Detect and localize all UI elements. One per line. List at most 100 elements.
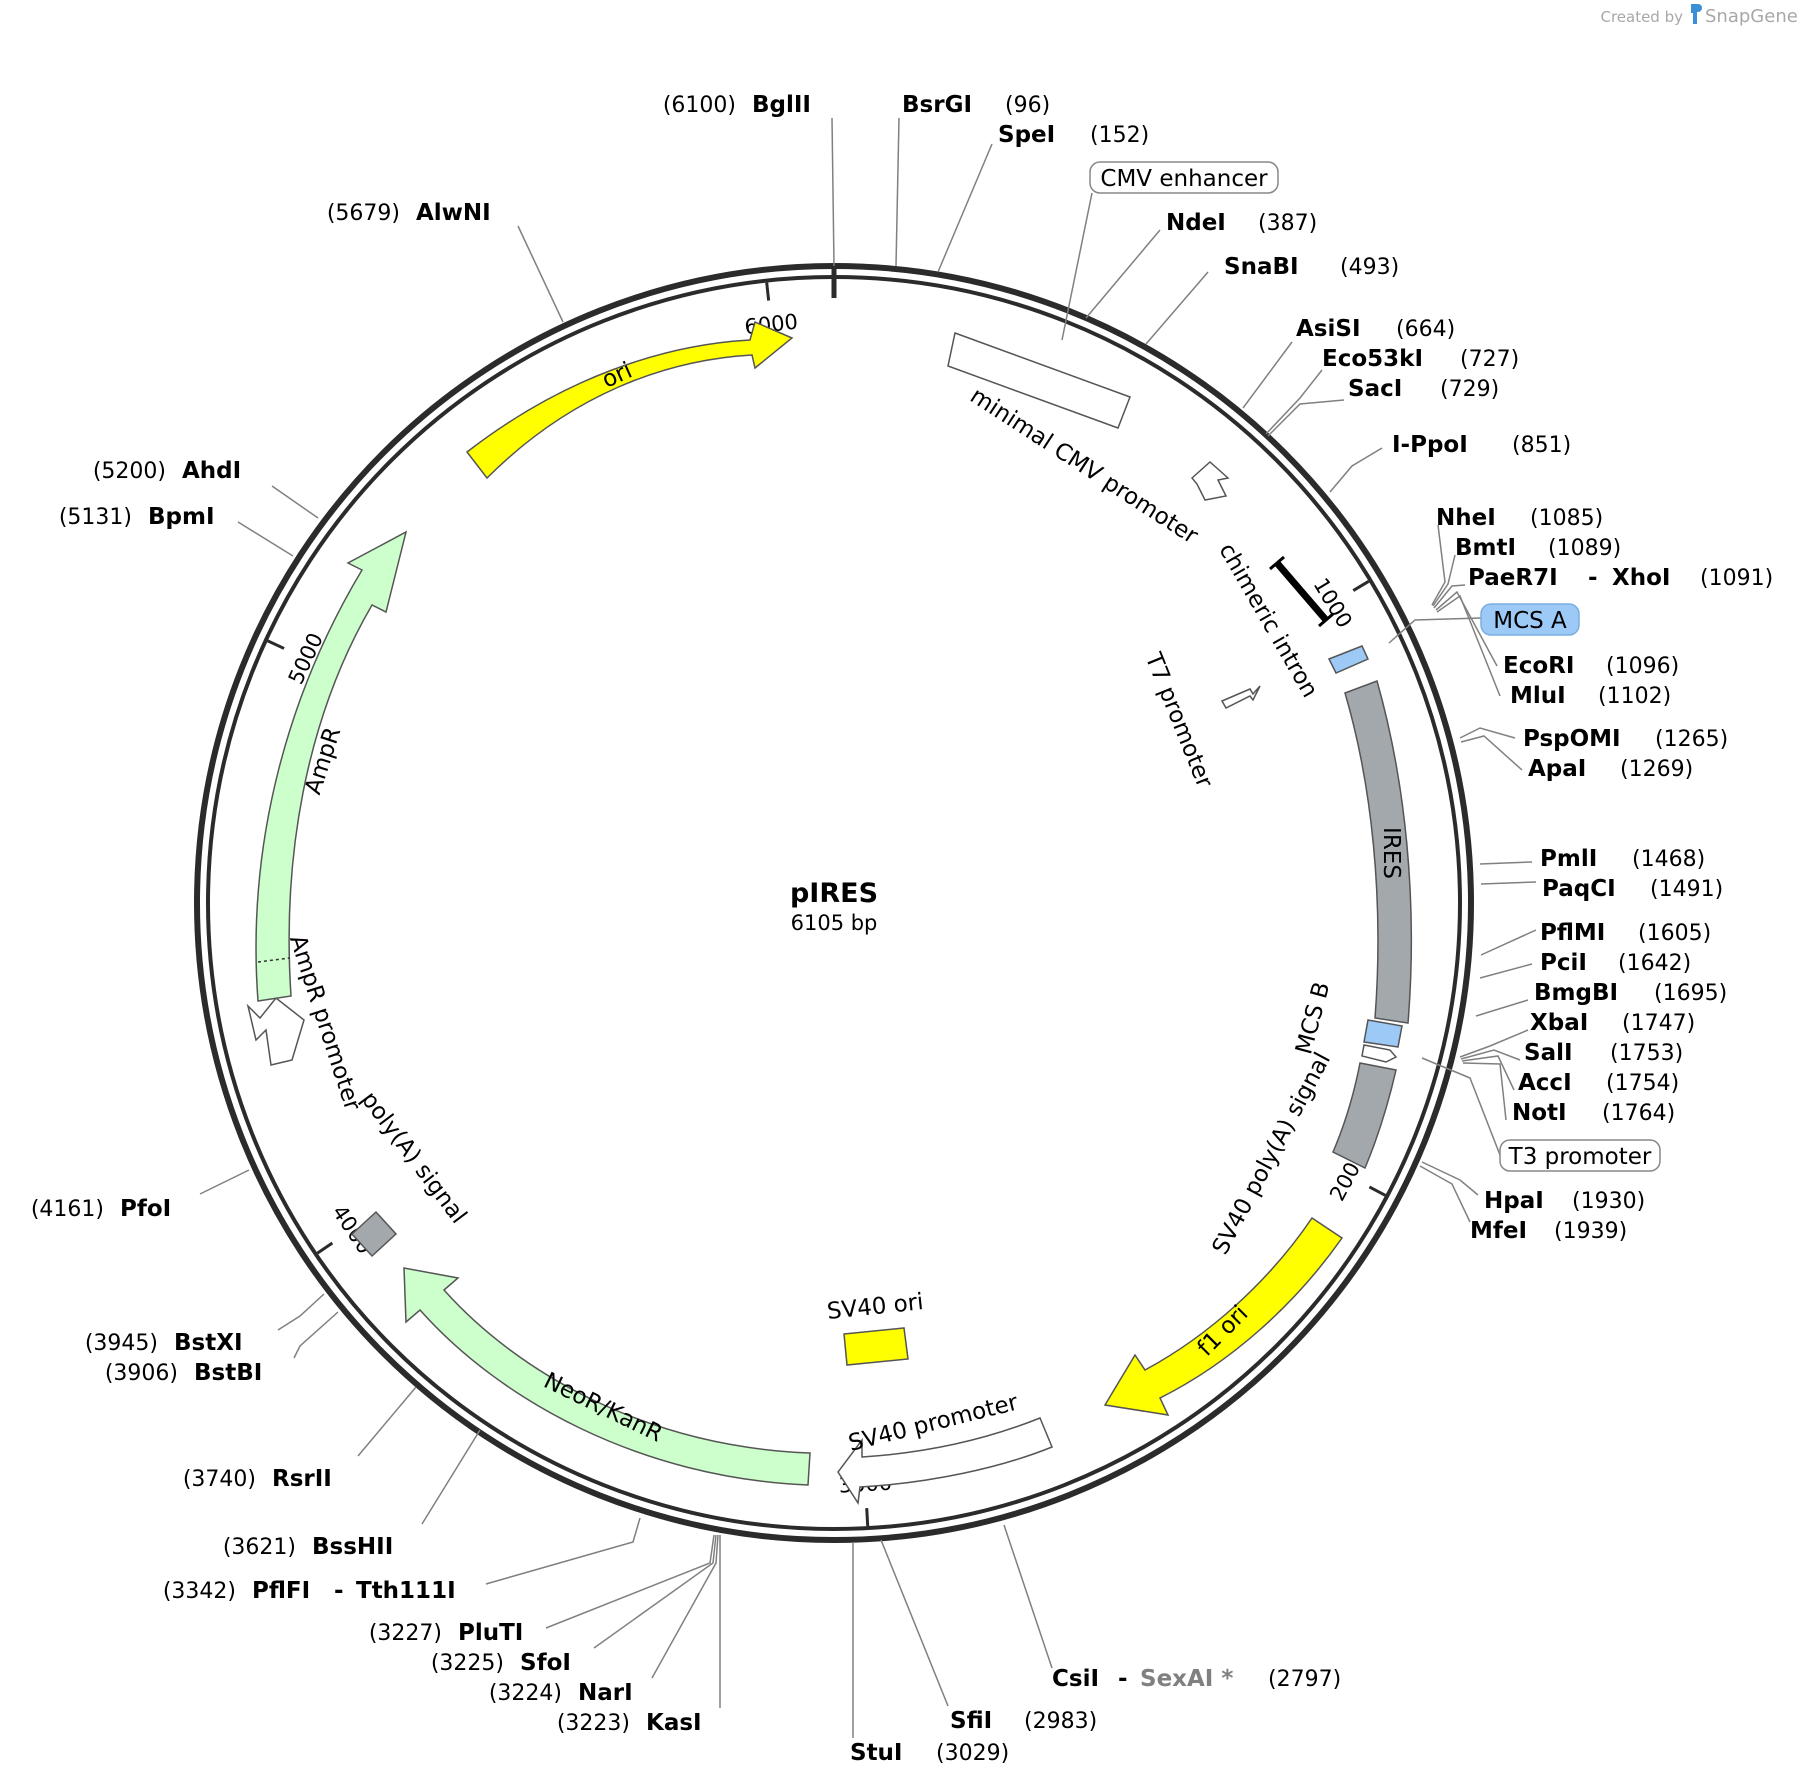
site-bstbi[interactable]: (3906)BstBI [105, 1360, 262, 1386]
svg-text:PciI: PciI [1540, 950, 1587, 976]
site-sfii[interactable]: SfiI(2983) [950, 1708, 1097, 1734]
site-ecori[interactable]: EcoRI (1096) [1503, 653, 1679, 679]
svg-text:(3621): (3621) [223, 1535, 296, 1560]
svg-text:(1468): (1468) [1632, 847, 1705, 872]
site-pluti[interactable]: (3227)PluTI [369, 1620, 524, 1646]
svg-text:(3945): (3945) [85, 1331, 158, 1356]
site-spei[interactable]: SpeI(152) [998, 122, 1149, 148]
svg-text:PaeR7I: PaeR7I [1468, 565, 1558, 591]
site-ahdi[interactable]: (5200)AhdI [93, 458, 241, 484]
site-rsrii[interactable]: (3740)RsrII [183, 1466, 332, 1492]
site-xbai[interactable]: XbaI(1747) [1530, 1010, 1695, 1036]
site-pspomi[interactable]: PspOMI(1265) [1523, 726, 1728, 752]
tick-1000 [1352, 580, 1370, 592]
feature-t7-promoter[interactable]: T7 promoter [1139, 648, 1261, 792]
svg-text:-: - [1118, 1666, 1128, 1692]
svg-text:KasI: KasI [646, 1710, 702, 1736]
svg-text:(3225): (3225) [431, 1651, 504, 1676]
feature-ampr[interactable]: AmpR [255, 530, 408, 1002]
site-bmti[interactable]: BmtI(1089) [1455, 535, 1621, 561]
site-hpai[interactable]: HpaI(1930) [1484, 1188, 1645, 1214]
site-pcii[interactable]: PciI(1642) [1540, 950, 1691, 976]
site-nhei[interactable]: NheI(1085) [1436, 505, 1603, 531]
site-saci[interactable]: SacI(729) [1348, 376, 1499, 402]
site-ndei[interactable]: NdeI(387) [1166, 210, 1317, 236]
svg-text:BmgBI: BmgBI [1534, 980, 1618, 1006]
site-csii-sexai[interactable]: CsiI-SexAI *(2797) [1052, 1666, 1341, 1692]
svg-text:Tth111I: Tth111I [356, 1578, 456, 1604]
site-pflfi-tth111i[interactable]: (3342)PflFI-Tth111I [163, 1578, 456, 1604]
svg-text:SfiI: SfiI [950, 1708, 992, 1734]
site-sfoi[interactable]: (3225)SfoI [431, 1650, 571, 1676]
tick-4000 [316, 1241, 334, 1255]
site-noti[interactable]: NotI(1764) [1512, 1100, 1675, 1126]
site-bsrgi[interactable]: BsrGI(96) [902, 92, 1050, 118]
site-alwni[interactable]: (5679) AlwNI [327, 200, 491, 226]
feature-polya-signal[interactable]: poly(A) signal [350, 1087, 471, 1258]
feature-t3-promoter-label[interactable]: T3 promoter [1421, 1057, 1661, 1172]
site-stui[interactable]: StuI(3029) [850, 1740, 1009, 1766]
svg-text:SexAI *: SexAI * [1140, 1666, 1233, 1692]
site-bpmi[interactable]: (5131)BpmI [59, 504, 215, 530]
mcs-a-block[interactable] [1327, 645, 1370, 674]
site-sali[interactable]: SalI(1753) [1524, 1040, 1683, 1066]
site-pflmi[interactable]: PflMI(1605) [1540, 920, 1711, 946]
feature-ori[interactable]: ori [465, 320, 794, 480]
site-pfoi[interactable]: (4161)PfoI [31, 1196, 171, 1222]
site-mlui[interactable]: MluI(1102) [1510, 683, 1671, 709]
feature-neor-kanr[interactable]: NeoR/KanR [403, 1267, 811, 1486]
ampr-promoter-arrow [246, 996, 305, 1066]
tick-5000 [267, 639, 285, 650]
svg-text:PaqCI: PaqCI [1542, 876, 1616, 902]
site-i-ppoi[interactable]: I-PpoI(851) [1392, 432, 1571, 458]
svg-text:(4161): (4161) [31, 1197, 104, 1222]
site-bsshii[interactable]: (3621)BssHII [223, 1534, 393, 1560]
svg-text:BpmI: BpmI [148, 504, 215, 530]
site-bglii[interactable]: (6100)BglII [663, 92, 811, 118]
ires-label: IRES [1378, 827, 1404, 879]
site-paer7i-xhoi[interactable]: PaeR7I-XhoI(1091) [1468, 565, 1773, 591]
feature-cmv-enhancer[interactable]: CMV enhancer [1061, 161, 1279, 341]
svg-text:NdeI: NdeI [1166, 210, 1226, 236]
feature-mcs-a-label[interactable]: MCS A [1388, 603, 1580, 644]
svg-text:AlwNI: AlwNI [416, 200, 491, 226]
site-snabi[interactable]: SnaBI(493) [1224, 254, 1399, 280]
site-paqci[interactable]: PaqCI(1491) [1542, 876, 1723, 902]
svg-text:EcoRI: EcoRI [1503, 653, 1574, 679]
site-acci[interactable]: AccI(1754) [1518, 1070, 1679, 1096]
svg-text:(3740): (3740) [183, 1467, 256, 1492]
t3-promoter-arrow[interactable] [1361, 1044, 1398, 1063]
site-bmgbi[interactable]: BmgBI(1695) [1534, 980, 1727, 1006]
svg-text:(727): (727) [1460, 347, 1519, 372]
svg-text:AccI: AccI [1518, 1070, 1572, 1096]
site-asisi[interactable]: AsiSI(664) [1296, 316, 1455, 342]
svg-text:XhoI: XhoI [1612, 565, 1670, 591]
mcs-a-label: MCS A [1493, 608, 1567, 634]
plasmid-name: pIRES [790, 878, 878, 909]
svg-text:(5679): (5679) [327, 201, 400, 226]
svg-text:(1096): (1096) [1606, 654, 1679, 679]
site-kasi[interactable]: (3223)KasI [557, 1710, 702, 1736]
svg-text:(3342): (3342) [163, 1579, 236, 1604]
svg-text:SacI: SacI [1348, 376, 1402, 402]
feature-minimal-cmv-promoter[interactable]: minimal CMV promoter [947, 331, 1203, 550]
polya-signal-box [350, 1210, 398, 1258]
feature-chimeric-intron[interactable]: chimeric intron [1213, 539, 1334, 702]
site-apai[interactable]: ApaI(1269) [1528, 756, 1693, 782]
svg-text:(1269): (1269) [1620, 757, 1693, 782]
snapgene-credit[interactable]: Created by SnapGene [1600, 4, 1798, 27]
site-nari[interactable]: (3224)NarI [489, 1680, 633, 1706]
svg-text:(3906): (3906) [105, 1361, 178, 1386]
feature-sv40-ori[interactable]: SV40 ori [826, 1289, 925, 1366]
feature-sv40-promoter[interactable]: SV40 promoter [837, 1389, 1053, 1506]
site-eco53ki[interactable]: Eco53kI(727) [1322, 346, 1519, 372]
tick-6000 [765, 282, 771, 301]
site-pmli[interactable]: PmlI(1468) [1540, 846, 1705, 872]
site-bstxi[interactable]: (3945)BstXI [85, 1330, 243, 1356]
site-leader-lines [199, 117, 1537, 1738]
mcs-b-label: MCS B [1291, 979, 1335, 1057]
svg-text:PflMI: PflMI [1540, 920, 1605, 946]
svg-text:(493): (493) [1340, 255, 1399, 280]
feature-ires[interactable]: IRES [1344, 680, 1413, 1024]
site-mfei[interactable]: MfeI(1939) [1470, 1218, 1627, 1244]
